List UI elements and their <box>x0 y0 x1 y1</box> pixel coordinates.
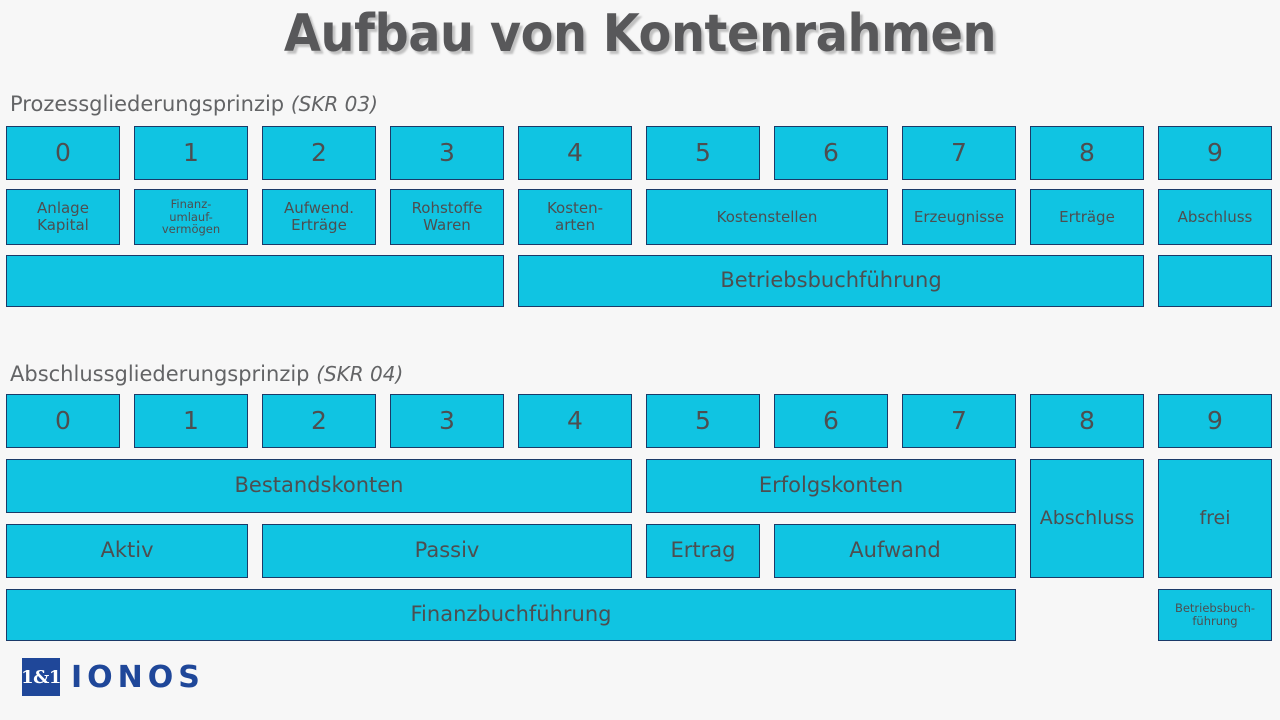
section-heading-main: Abschlussgliederungsprinzip <box>10 362 317 386</box>
s1-digit-4[interactable]: 4 <box>518 126 632 180</box>
s2-subgroup-aktiv[interactable]: Aktiv <box>6 524 248 578</box>
s1-digit-0[interactable]: 0 <box>6 126 120 180</box>
s2-subgroup-passiv[interactable]: Passiv <box>262 524 632 578</box>
s1-group-empty-left[interactable] <box>6 255 504 307</box>
s2-group-abschluss[interactable]: Abschluss <box>1030 459 1144 578</box>
s2-subgroup-aufwand[interactable]: Aufwand <box>774 524 1016 578</box>
s1-digit-3[interactable]: 3 <box>390 126 504 180</box>
ionos-logo-mark: 1&1 <box>21 658 61 696</box>
s2-subgroup-ertrag[interactable]: Ertrag <box>646 524 760 578</box>
s2-digit-9[interactable]: 9 <box>1158 394 1272 448</box>
s2-digit-7[interactable]: 7 <box>902 394 1016 448</box>
section-heading-main: Prozessgliederungsprinzip <box>10 92 291 116</box>
s1-label-kostenarten[interactable]: Kosten-arten <box>518 189 632 245</box>
s1-digit-9[interactable]: 9 <box>1158 126 1272 180</box>
s1-label-aufwendungen-ertraege[interactable]: Aufwend.Erträge <box>262 189 376 245</box>
s2-digit-2[interactable]: 2 <box>262 394 376 448</box>
ionos-logo: 1&1 IONOS <box>21 658 205 696</box>
s1-label-abschluss[interactable]: Abschluss <box>1158 189 1272 245</box>
ionos-logo-wordmark: IONOS <box>71 659 205 695</box>
s1-digit-1[interactable]: 1 <box>134 126 248 180</box>
section-heading-abschlussgliederung: Abschlussgliederungsprinzip (SKR 04) <box>10 362 403 386</box>
s1-digit-5[interactable]: 5 <box>646 126 760 180</box>
s2-digit-3[interactable]: 3 <box>390 394 504 448</box>
s2-footer-finanzbuchfuehrung[interactable]: Finanzbuchführung <box>6 589 1016 641</box>
s1-label-ertraege[interactable]: Erträge <box>1030 189 1144 245</box>
s1-digit-6[interactable]: 6 <box>774 126 888 180</box>
section-heading-prozessgliederung: Prozessgliederungsprinzip (SKR 03) <box>10 92 378 116</box>
s2-digit-8[interactable]: 8 <box>1030 394 1144 448</box>
s1-digit-7[interactable]: 7 <box>902 126 1016 180</box>
s1-group-empty-right[interactable] <box>1158 255 1272 307</box>
s2-digit-6[interactable]: 6 <box>774 394 888 448</box>
s1-digit-2[interactable]: 2 <box>262 126 376 180</box>
s1-label-erzeugnisse[interactable]: Erzeugnisse <box>902 189 1016 245</box>
s1-label-finanzumlaufvermoegen[interactable]: Finanz-umlauf-vermögen <box>134 189 248 245</box>
section-heading-sub: (SKR 04) <box>316 362 404 386</box>
page-title: Aufbau von Kontenrahmen <box>283 4 997 64</box>
s2-group-bestandskonten[interactable]: Bestandskonten <box>6 459 632 513</box>
s2-digit-1[interactable]: 1 <box>134 394 248 448</box>
s1-digit-8[interactable]: 8 <box>1030 126 1144 180</box>
s1-label-kostenstellen[interactable]: Kostenstellen <box>646 189 888 245</box>
s2-digit-0[interactable]: 0 <box>6 394 120 448</box>
s2-footer-betriebsbuchfuehrung[interactable]: Betriebsbuch-führung <box>1158 589 1272 641</box>
s2-digit-4[interactable]: 4 <box>518 394 632 448</box>
section-heading-sub: (SKR 03) <box>290 92 378 116</box>
s1-group-betriebsbuchfuehrung[interactable]: Betriebsbuchführung <box>518 255 1144 307</box>
s2-group-frei[interactable]: frei <box>1158 459 1272 578</box>
s2-group-erfolgskonten[interactable]: Erfolgskonten <box>646 459 1016 513</box>
s2-digit-5[interactable]: 5 <box>646 394 760 448</box>
